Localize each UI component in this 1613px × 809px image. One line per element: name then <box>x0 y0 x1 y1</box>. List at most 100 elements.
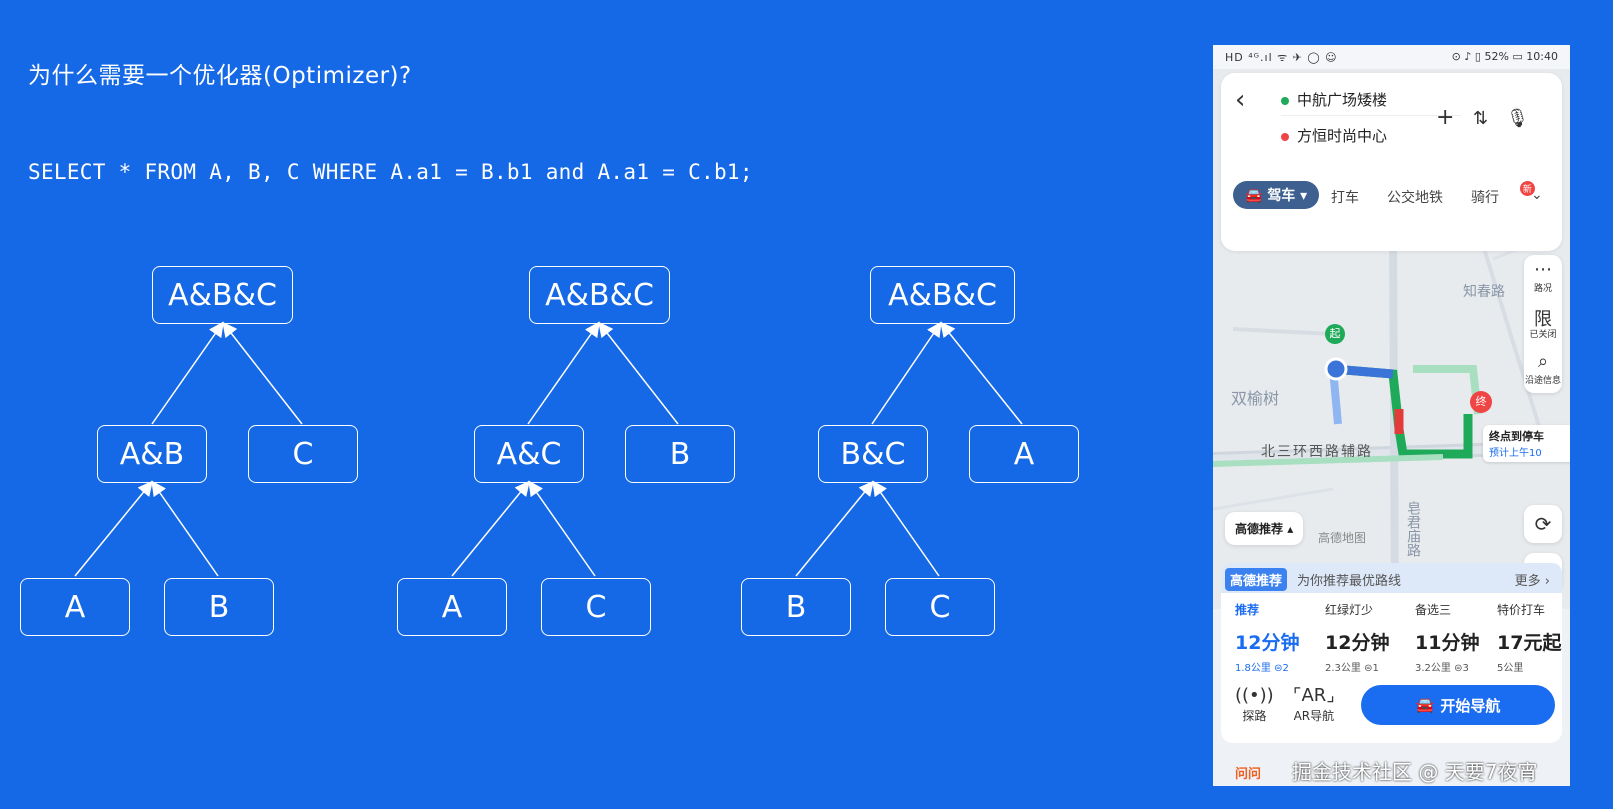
edge <box>940 321 1023 425</box>
tab-taxi[interactable]: 打车 <box>1331 190 1359 206</box>
edge <box>222 321 303 425</box>
route-option-time: 17元起 <box>1497 632 1562 654</box>
tree2-mid-right-node: B <box>625 425 735 483</box>
parking-title: 终点到停车 <box>1489 430 1544 443</box>
more-modes-chevron-icon[interactable]: ⌄新 <box>1519 181 1543 203</box>
route-options-panel: 高德推荐 为你推荐最优路线 更多 › 推荐 12分钟 1.8公里 ⊜2 红绿灯少… <box>1213 563 1570 786</box>
destination-field[interactable]: 方恒时尚中心 <box>1281 125 1387 146</box>
destination-label: 方恒时尚中心 <box>1297 127 1388 145</box>
map-tools: ⋯路况 限已关闭 ⌕沿途信息 <box>1524 255 1562 393</box>
route-option-label: 特价打车 <box>1497 603 1546 617</box>
tree1-mid-left-node: A&B <box>97 425 207 483</box>
mic-icon[interactable]: 🎙 <box>1506 108 1529 129</box>
tab-drive[interactable]: 🚘 驾车 ▾ <box>1233 181 1320 209</box>
map-watermark: 高德地图 <box>1318 531 1367 545</box>
tree1-leaf-right-node: B <box>164 578 274 636</box>
divider <box>1281 115 1461 116</box>
phone-screenshot: HD ⁴ᴳ.ıl ᯤ ✈ ◯ ☺ ⊙ ♪ ▯ 52% ▭ 10:40 知春路 双… <box>1213 45 1570 786</box>
tree2-leaf-left-node: A <box>397 578 507 636</box>
edge <box>451 480 530 577</box>
route-option-dist: 3.2公里 ⊜3 <box>1415 663 1469 674</box>
route-options: 推荐 12分钟 1.8公里 ⊜2 红绿灯少 12分钟 2.3公里 ⊜1 备选三 … <box>1221 593 1562 743</box>
route-option-label: 推荐 <box>1235 603 1260 617</box>
swap-icon[interactable]: ⇅ <box>1473 108 1489 129</box>
recommend-toggle-label: 高德推荐 <box>1235 522 1284 536</box>
tab-transit[interactable]: 公交地铁 <box>1387 190 1443 206</box>
ar-nav-button[interactable]: ⌜AR⌟ AR导航 <box>1293 685 1335 724</box>
along-label: 沿途信息 <box>1524 376 1561 386</box>
route-option-label: 备选三 <box>1415 603 1452 617</box>
edge <box>151 321 224 425</box>
ask-link[interactable]: 问问 <box>1235 767 1262 782</box>
parking-tip[interactable]: 终点到停车 预计上午10 <box>1483 425 1570 462</box>
tree3-mid-left-node: B&C <box>818 425 928 483</box>
origin-label: 中航广场矮楼 <box>1297 91 1388 109</box>
origin-dot-icon <box>1281 96 1289 105</box>
more-link[interactable]: 更多 › <box>1514 574 1550 589</box>
tree3-root-node: A&B&C <box>870 266 1015 324</box>
status-bar: HD ⁴ᴳ.ıl ᯤ ✈ ◯ ☺ ⊙ ♪ ▯ 52% ▭ 10:40 <box>1213 45 1570 69</box>
car-icon: 🚘 <box>1415 696 1435 714</box>
tree3-leaf-left-node: B <box>741 578 851 636</box>
map-label-zaojunmiao: 皂君庙路 <box>1405 501 1421 557</box>
tree3-leaf-right-node: C <box>885 578 995 636</box>
tree2-mid-left-node: A&C <box>474 425 584 483</box>
route-option-time: 12分钟 <box>1235 632 1300 654</box>
traffic-tool[interactable]: ⋯路况 <box>1524 255 1562 301</box>
travel-mode-tabs: 🚘 驾车 ▾ 打车 公交地铁 骑行 ⌄新 <box>1221 181 1562 217</box>
route-option[interactable]: 红绿灯少 12分钟 2.3公里 ⊜1 <box>1325 601 1410 674</box>
limit-tool[interactable]: 限已关闭 <box>1524 301 1562 347</box>
recommend-bar: 高德推荐 为你推荐最优路线 更多 › <box>1221 563 1562 593</box>
ar-label: AR导航 <box>1293 709 1335 723</box>
limit-label: 已关闭 <box>1529 330 1557 340</box>
sql-query: SELECT * FROM A, B, C WHERE A.a1 = B.b1 … <box>28 160 753 184</box>
end-marker[interactable]: 终 <box>1470 391 1492 413</box>
edge <box>872 480 940 577</box>
route-option-dist: 2.3公里 ⊜1 <box>1325 663 1379 674</box>
route-option[interactable]: 备选三 11分钟 3.2公里 ⊜3 <box>1415 601 1500 674</box>
edge <box>151 480 219 577</box>
route-card: ‹ 中航广场矮楼 方恒时尚中心 + ⇅ 🎙 🚘 驾车 ▾ 打车 公交地铁 骑行 … <box>1221 73 1562 251</box>
edge <box>74 480 153 577</box>
explore-label: 探路 <box>1242 709 1267 723</box>
route-option[interactable]: 推荐 12分钟 1.8公里 ⊜2 <box>1235 601 1320 674</box>
limit-icon: 限 <box>1534 309 1552 330</box>
tab-bike[interactable]: 骑行 <box>1471 190 1499 206</box>
route-option-label: 红绿灯少 <box>1325 603 1374 617</box>
destination-dot-icon <box>1281 132 1289 141</box>
join-trees-connectors <box>74 321 1023 577</box>
tree2-leaf-right-node: C <box>541 578 651 636</box>
car-icon: 🚘 <box>1245 188 1268 204</box>
edge <box>598 321 679 425</box>
edge <box>528 480 596 577</box>
edge <box>871 321 942 425</box>
route-option-dist: 1.8公里 ⊜2 <box>1235 663 1289 674</box>
edge <box>795 480 874 577</box>
recommend-tag: 高德推荐 <box>1225 568 1288 591</box>
tree1-root-node: A&B&C <box>152 266 293 324</box>
new-badge: 新 <box>1519 181 1535 196</box>
add-stop-icon[interactable]: + <box>1436 105 1455 130</box>
along-tool[interactable]: ⌕沿途信息 <box>1524 347 1562 393</box>
status-right: ⊙ ♪ ▯ 52% ▭ 10:40 <box>1451 50 1558 63</box>
route-option-dist: 5公里 <box>1497 663 1524 674</box>
explore-button[interactable]: ((•))探路 <box>1235 685 1274 724</box>
tree2-root-node: A&B&C <box>529 266 670 324</box>
edge <box>527 321 600 425</box>
refresh-icon[interactable]: ⟳ <box>1524 505 1562 543</box>
recommend-toggle[interactable]: 高德推荐 ▴ <box>1225 512 1304 545</box>
origin-field[interactable]: 中航广场矮楼 <box>1281 89 1387 110</box>
footer-watermark: 掘金技术社区 @ 天要7夜宵 <box>1292 760 1538 784</box>
tree3-mid-right-node: A <box>969 425 1079 483</box>
start-navigation-label: 开始导航 <box>1440 696 1501 715</box>
start-marker[interactable]: 起 <box>1325 324 1345 344</box>
route-option[interactable]: 特价打车 17元起 5公里 <box>1497 601 1570 674</box>
map-label-beisanhuan: 北三环西路辅路 <box>1261 444 1373 460</box>
back-icon[interactable]: ‹ <box>1235 85 1246 115</box>
tab-drive-label: 驾车 <box>1267 188 1296 204</box>
map-label-shuangyushu: 双榆树 <box>1231 389 1280 408</box>
route-option-time: 11分钟 <box>1415 632 1480 654</box>
start-navigation-button[interactable]: 🚘 开始导航 <box>1361 685 1555 725</box>
ar-icon: ⌜AR⌟ <box>1293 685 1335 706</box>
status-left: HD ⁴ᴳ.ıl ᯤ ✈ ◯ ☺ <box>1225 51 1338 64</box>
